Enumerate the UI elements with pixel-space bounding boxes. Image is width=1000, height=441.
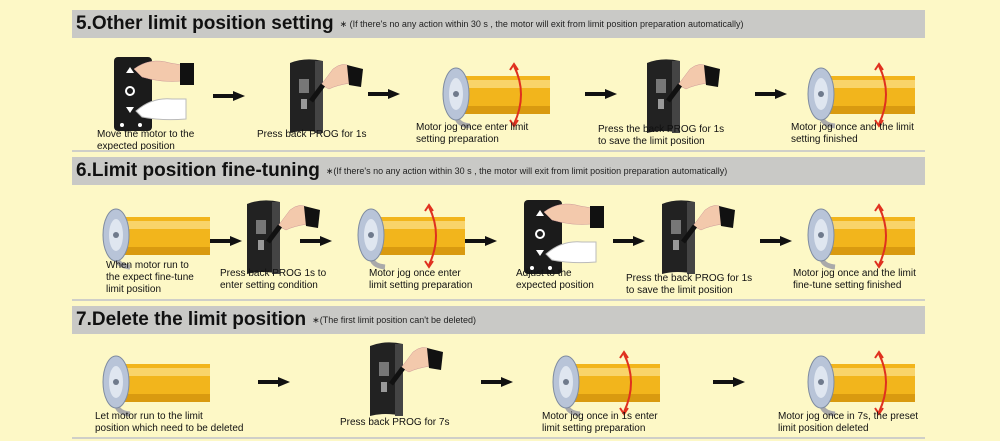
- section-5-header: 5.Other limit position setting ∗ (If the…: [72, 10, 925, 38]
- arrow-right-icon: [713, 374, 745, 387]
- section-note: ∗ (If there's no any action within 30 s …: [339, 18, 744, 29]
- remote-prog-press-icon: [285, 55, 365, 140]
- divider: [72, 437, 925, 439]
- motor-jog-icon: [355, 203, 467, 276]
- arrow-right-icon: [465, 233, 497, 246]
- remote-arrow-keys-icon: [522, 198, 612, 281]
- section-title: 7.Delete the limit position: [76, 309, 307, 330]
- arrow-right-icon: [585, 86, 617, 99]
- arrow-right-icon: [210, 233, 242, 246]
- remote-prog-press-icon: [642, 55, 722, 140]
- motor-jog-icon: [440, 62, 552, 135]
- arrow-right-icon: [368, 86, 400, 99]
- arrow-right-icon: [755, 86, 787, 99]
- divider: [72, 299, 925, 301]
- remote-prog-press-icon: [242, 196, 322, 281]
- arrow-right-icon: [760, 233, 792, 246]
- arrow-right-icon: [258, 374, 290, 387]
- section-7-header: 7.Delete the limit position ∗(The first …: [72, 306, 925, 334]
- motor-jog-icon: [805, 203, 917, 276]
- arrow-right-icon: [481, 374, 513, 387]
- section-note: ∗(The first limit position can't be dele…: [312, 314, 476, 325]
- motor-jog-icon: [805, 350, 917, 423]
- arrow-right-icon: [213, 88, 245, 101]
- motor-icon: [100, 203, 212, 276]
- arrow-right-icon: [613, 233, 645, 246]
- motor-jog-icon: [805, 62, 917, 135]
- section-title: 5.Other limit position setting: [76, 13, 334, 34]
- step-caption: Press back PROG for 7s: [340, 417, 450, 428]
- motor-icon: [100, 350, 212, 423]
- remote-arrow-keys-icon: [112, 55, 202, 138]
- remote-prog-press-icon: [657, 196, 737, 281]
- remote-prog-press-icon: [365, 338, 445, 423]
- section-title: 6.Limit position fine-tuning: [76, 160, 320, 181]
- step-caption: Press back PROG for 1s: [257, 129, 367, 140]
- section-note: ∗(If there's no any action within 30 s ,…: [325, 165, 728, 176]
- arrow-right-icon: [300, 233, 332, 246]
- motor-jog-icon: [550, 350, 662, 423]
- section-6-header: 6.Limit position fine-tuning ∗(If there'…: [72, 157, 925, 185]
- divider: [72, 150, 925, 152]
